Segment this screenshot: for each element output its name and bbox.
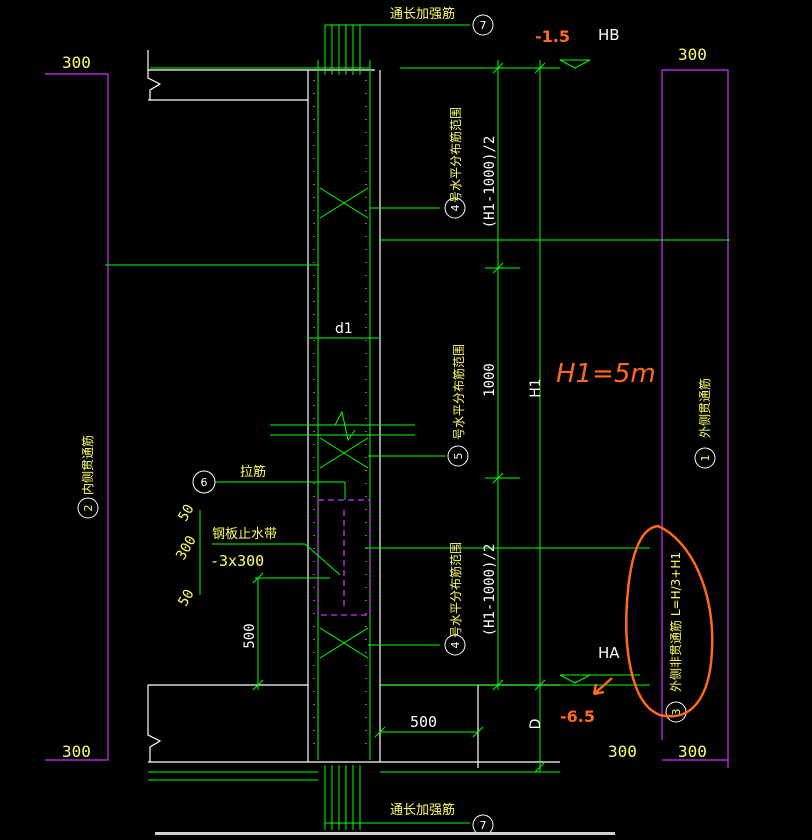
circle-4-lower-number: 4 bbox=[449, 642, 462, 649]
vertical-labels: H1 D 1000 (H1-1000)/2 (H1-1000)/2 500 号水… bbox=[80, 107, 712, 729]
circled-tag-numbers: 7 7 4 5 4 6 1 2 3 bbox=[82, 19, 712, 832]
waterstop-dim-50a: 50 bbox=[175, 502, 197, 525]
dim-ticks bbox=[252, 62, 546, 773]
d1-label: d1 bbox=[335, 321, 353, 337]
circle-4-lower bbox=[444, 634, 466, 656]
waterstop-plate bbox=[317, 499, 371, 616]
leader-waterstop-slope bbox=[304, 543, 341, 576]
ha-level-symbol bbox=[559, 674, 591, 684]
note-3: 外侧非贯通筋 L=H/3+H1 bbox=[668, 552, 683, 692]
circle-1 bbox=[694, 447, 716, 469]
hb-label: HB bbox=[598, 26, 620, 44]
bottom-rebar-label: 通长加强筋 bbox=[390, 802, 455, 818]
ha-label: HA bbox=[598, 644, 620, 662]
dim-500-vertical: 500 bbox=[242, 623, 258, 648]
cross-mark-middle bbox=[319, 437, 369, 469]
circle-2 bbox=[77, 497, 99, 519]
h1-label: H1 bbox=[528, 378, 544, 397]
left-dim-bottom: 300 bbox=[62, 742, 91, 761]
horizontal-labels: 通长加强筋 通长加强筋 300 300 300 300 300 HB HA d1… bbox=[62, 6, 707, 818]
note-4-lower: 号水平分布筋范围 bbox=[448, 542, 463, 638]
waterstop-dim-300: 300 bbox=[173, 533, 200, 563]
circle-7-top-number: 7 bbox=[480, 19, 487, 32]
dim-lower-half: (H1-1000)/2 bbox=[482, 544, 498, 637]
waterstop-spec: -3x300 bbox=[210, 552, 264, 570]
hb-level-symbol bbox=[559, 59, 591, 69]
circle-4-upper-number: 4 bbox=[449, 205, 462, 212]
handwritten-h1-value: H1=5m bbox=[556, 359, 656, 389]
tie-label: 拉筋 bbox=[240, 464, 266, 480]
handwritten-annotations: -1.5 H1=5m -6.5 bbox=[535, 27, 714, 726]
left-boundary bbox=[45, 73, 109, 761]
right-dim-bottom-a: 300 bbox=[608, 742, 637, 761]
circle-7-bottom-number: 7 bbox=[480, 819, 487, 832]
bottom-scrollbar[interactable] bbox=[155, 832, 615, 835]
handwritten-top-elevation: -1.5 bbox=[535, 27, 570, 46]
dim-upper-half: (H1-1000)/2 bbox=[482, 136, 498, 229]
right-dim-bottom-b: 300 bbox=[678, 742, 707, 761]
note-5: 号水平分布筋范围 bbox=[451, 344, 466, 440]
d-label: D bbox=[528, 719, 544, 730]
top-break-mark bbox=[147, 50, 162, 100]
circle-1-number: 1 bbox=[699, 455, 712, 462]
bottom-break-mark bbox=[147, 685, 162, 762]
waterstop-label: 钢板止水带 bbox=[212, 527, 277, 542]
circle-7-top bbox=[472, 14, 494, 36]
circle-6-number: 6 bbox=[201, 476, 208, 489]
circle-5-number: 5 bbox=[452, 453, 465, 460]
note-4-upper: 号水平分布筋范围 bbox=[448, 107, 463, 203]
left-dim-top: 300 bbox=[62, 53, 91, 72]
cross-mark-lower bbox=[319, 627, 369, 659]
handwritten-arrow bbox=[592, 677, 613, 696]
circle-6 bbox=[192, 470, 216, 494]
circle-3-number: 3 bbox=[670, 709, 683, 716]
handwritten-ellipse bbox=[625, 524, 714, 718]
note-1: 外侧贯通筋 bbox=[697, 378, 712, 438]
note-2: 内侧贯通筋 bbox=[80, 435, 95, 495]
circle-4-upper bbox=[444, 197, 466, 219]
rebar-lines bbox=[105, 24, 730, 830]
boundary-lines bbox=[45, 69, 729, 768]
top-rebar-label: 通长加强筋 bbox=[390, 6, 455, 22]
waterstop-dim-50b: 50 bbox=[175, 587, 197, 610]
dim-500-horizontal: 500 bbox=[410, 713, 437, 731]
handwritten-bottom-elevation: -6.5 bbox=[560, 707, 595, 726]
circle-2-number: 2 bbox=[82, 505, 95, 512]
cross-mark-upper bbox=[319, 187, 369, 219]
right-dim-top: 300 bbox=[678, 45, 707, 64]
waterstop-outline bbox=[317, 499, 371, 616]
circle-5 bbox=[447, 445, 469, 467]
right-boundary bbox=[662, 69, 729, 768]
break-zigzag bbox=[334, 410, 356, 442]
dim-1000: 1000 bbox=[482, 363, 498, 397]
